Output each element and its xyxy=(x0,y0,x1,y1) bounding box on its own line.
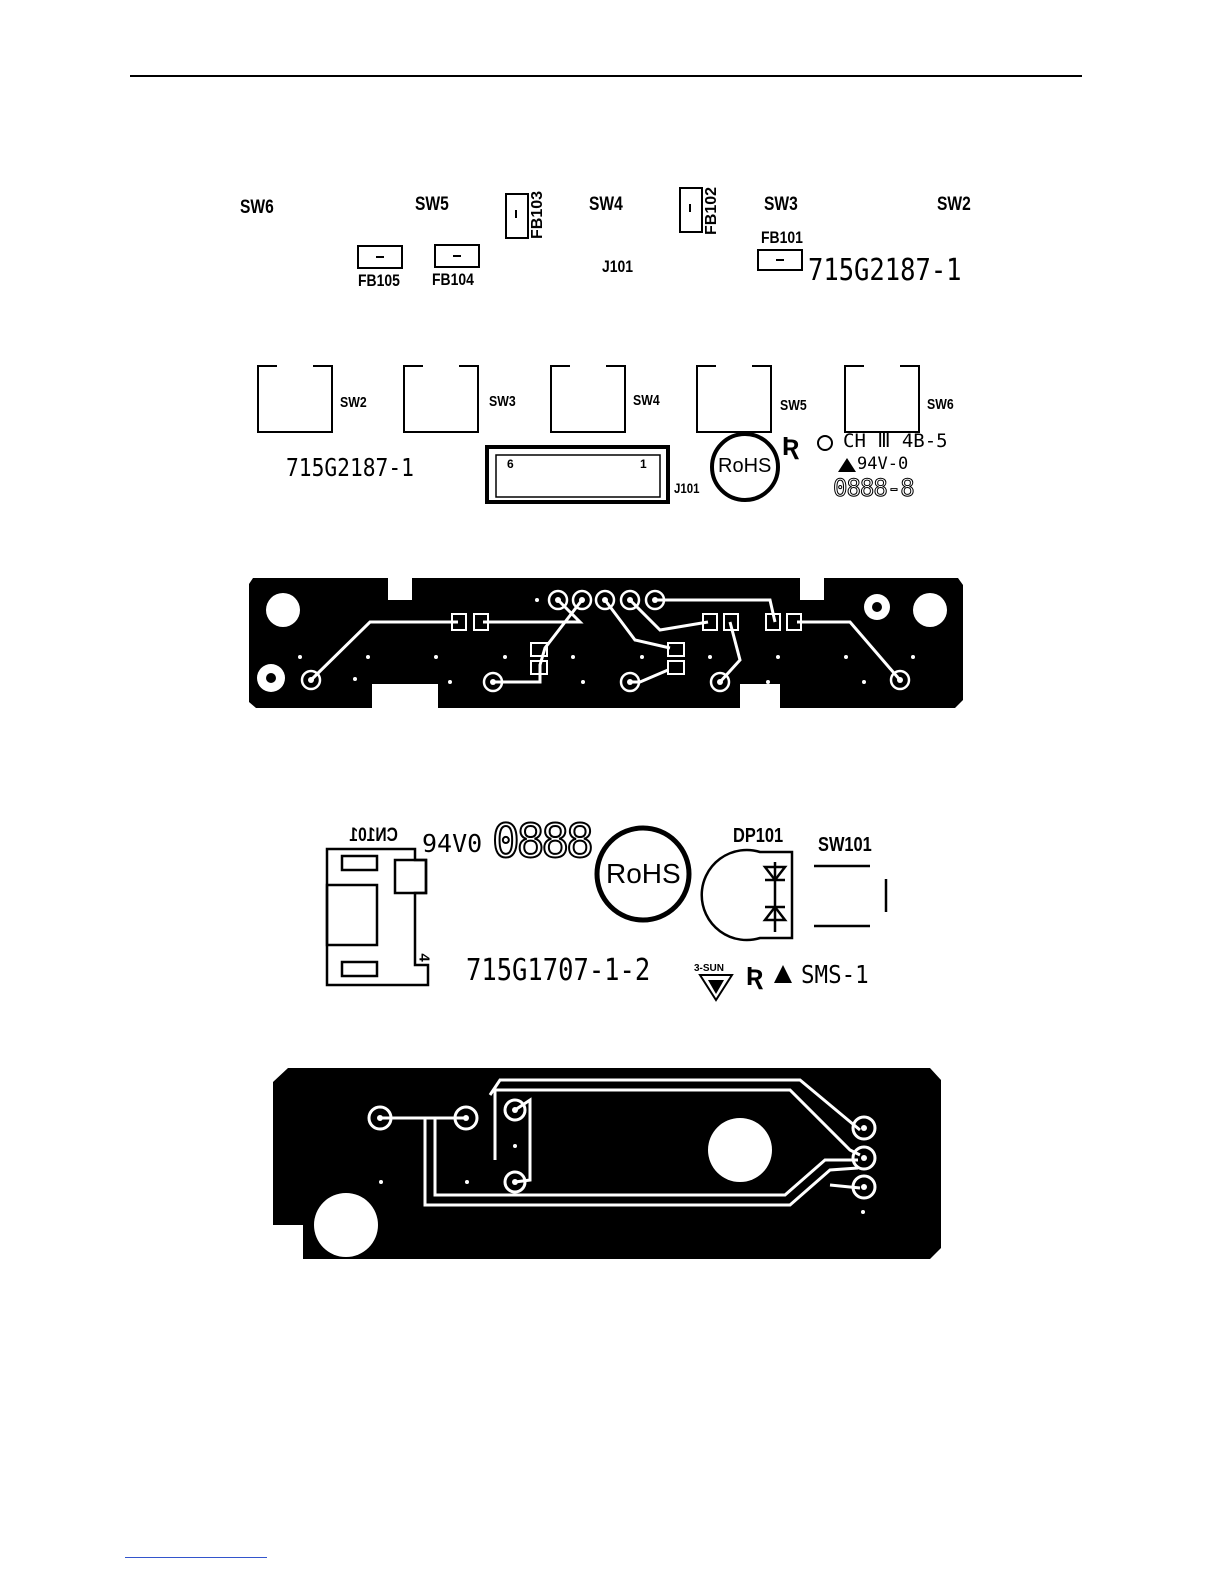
mount-slot-left-cut xyxy=(273,1225,303,1259)
mount-hole-center xyxy=(708,1118,772,1182)
footer-link-rule xyxy=(125,1557,267,1558)
mount-slot-left xyxy=(314,1193,378,1257)
